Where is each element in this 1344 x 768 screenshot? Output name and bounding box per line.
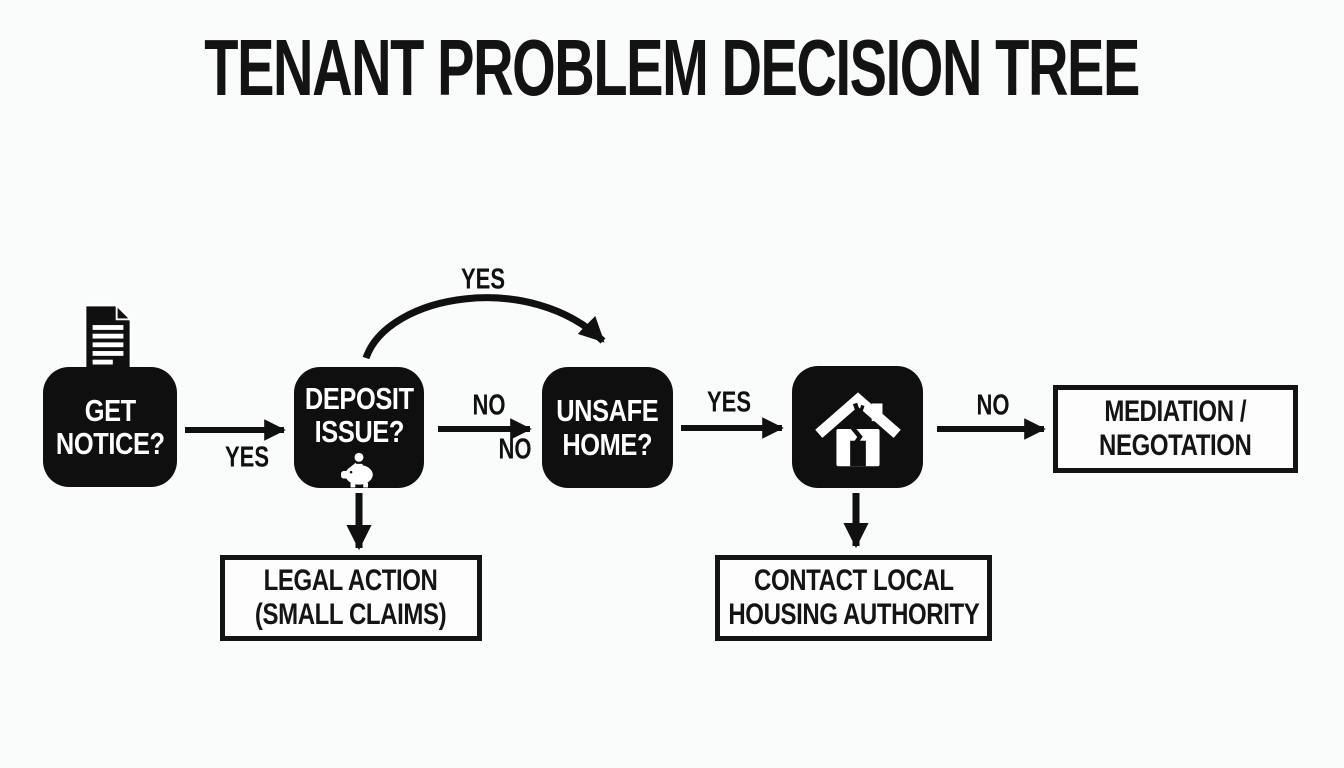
node-get-notice: GET NOTICE? [43,367,177,487]
outcome-mediation: MEDIATION / NEGOTATION [1053,385,1298,473]
outcome-label-line: HOUSING AUTHORITY [728,598,980,631]
cracked-house-icon [814,392,901,467]
outcome-label-line: LEGAL ACTION [264,564,438,598]
node-label-line: ISSUE? [314,414,404,450]
node-unsafe-home-label: UNSAFE HOME? [556,394,658,461]
edge-label-no-mediation: NO [976,389,1010,422]
notice-document-icon [83,303,133,376]
outcome-label-line: CONTACT LOCAL [753,564,954,598]
node-label-line: HOME? [562,426,653,462]
page-title: TENANT PROBLEM DECISION TREE [204,23,1141,112]
outcome-legal-action: LEGAL ACTION (SMALL CLAIMS) [220,555,482,641]
arc-deposit-yes-to-unsafe [362,294,606,360]
title-row: TENANT PROBLEM DECISION TREE [0,22,1344,114]
edge-label-yes-arc: YES [460,263,506,296]
outcome-contact-housing-label: CONTACT LOCAL HOUSING AUTHORITY [728,564,979,631]
node-unsafe-home: UNSAFE HOME? [542,367,673,488]
node-label-line: NOTICE? [55,426,165,461]
edge-label-yes-unsafe-home: YES [706,386,752,419]
edge-label-yes-get-deposit: YES [224,441,270,474]
node-damaged-home [792,366,923,488]
node-get-notice-label: GET NOTICE? [55,392,165,461]
piggy-bank-icon [341,452,373,488]
node-label-line: UNSAFE [556,393,659,429]
outcome-label-line: (SMALL CLAIMS) [255,598,447,631]
outcome-contact-housing: CONTACT LOCAL HOUSING AUTHORITY [715,555,992,641]
node-deposit-issue: DEPOSIT ISSUE? [294,367,424,488]
node-label-line: DEPOSIT [304,381,414,416]
outcome-mediation-label: MEDIATION / NEGOTATION [1099,395,1252,462]
edge-label-no-above: NO [472,389,506,422]
outcome-label-line: MEDIATION / [1104,395,1247,429]
edge-label-no-below: NO [498,433,532,466]
node-deposit-issue-label: DEPOSIT ISSUE? [305,382,414,449]
outcome-legal-action-label: LEGAL ACTION (SMALL CLAIMS) [255,564,447,631]
node-label-line: GET [84,392,136,428]
outcome-label-line: NEGOTATION [1099,429,1252,462]
